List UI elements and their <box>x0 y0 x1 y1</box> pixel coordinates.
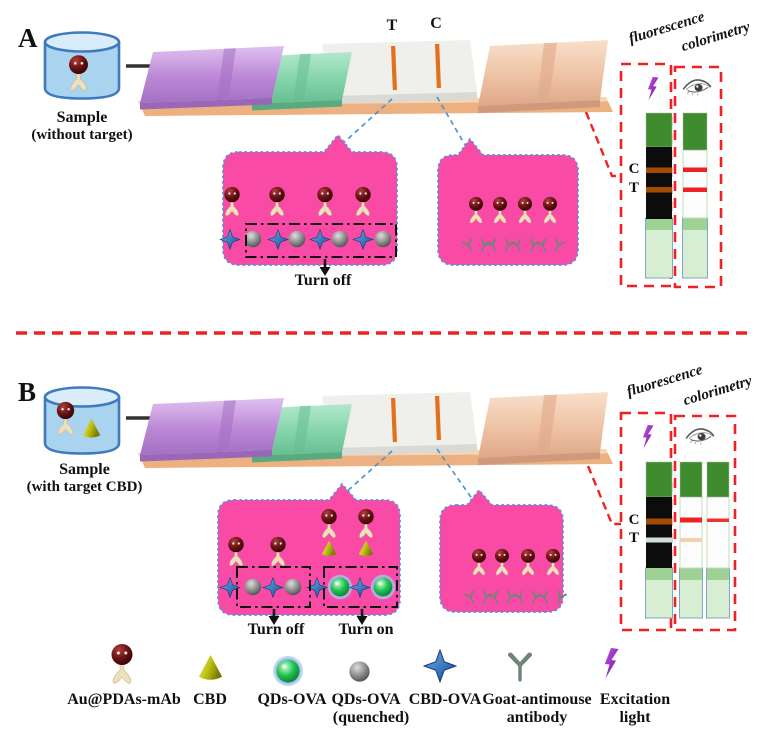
excitation-light-icon <box>642 424 654 449</box>
qds-ova-quenched-icon <box>244 578 262 596</box>
sample-caption-a-line1: Sample <box>56 109 108 126</box>
callout-c-line-b <box>439 488 568 613</box>
qds-ova-quenched-icon <box>331 230 349 248</box>
colorimetry-strip-a <box>682 112 708 279</box>
fluorescence-strip-b <box>645 461 673 619</box>
legend-label-excitation-2: light <box>619 709 651 726</box>
turn-off-label-b: Turn off <box>247 621 305 638</box>
panel-a-label: A <box>18 23 38 53</box>
sample-caption-a-line2: (without target) <box>31 127 133 143</box>
legend-label-qds-ova-quenched-2: (quenched) <box>332 709 410 726</box>
qds-ova-quenched-icon <box>349 661 370 682</box>
callout-t-line-b <box>217 482 401 625</box>
test-strip-a <box>138 40 613 116</box>
legend-label-qds-ova: QDs-OVA <box>257 691 327 708</box>
qds-ova-quenched-icon <box>244 230 262 248</box>
legend-label-excitation: Excitation <box>599 691 671 708</box>
turn-off-label-a: Turn off <box>294 272 352 289</box>
test-strip-b <box>138 392 613 468</box>
legend-label-au-pdas-mab: Au@PDAs-mAb <box>67 691 181 708</box>
fluorescence-strip-a <box>645 112 673 279</box>
qds-ova-icon <box>273 656 303 686</box>
legend-label-goat-antimouse: Goat-antimouse <box>482 691 592 708</box>
c-line-label-a: C <box>430 15 442 32</box>
callout-c-line-a <box>437 137 579 266</box>
readout-t-label-b: T <box>628 530 639 546</box>
callout-t-line-a <box>219 133 398 276</box>
turn-on-label-b: Turn on <box>338 621 394 638</box>
legend-label-goat-antimouse-2: antibody <box>506 709 568 726</box>
eye-icon <box>685 428 715 445</box>
legend-label-cbd: CBD <box>193 691 227 708</box>
readout-c-label-b: C <box>628 512 640 528</box>
panel-b-label: B <box>18 377 37 407</box>
sample-caption-b-line1: Sample <box>59 461 110 478</box>
qds-ova-quenched-icon <box>374 230 392 248</box>
sample-beaker-b <box>43 386 121 455</box>
qds-ova-quenched-icon <box>288 230 306 248</box>
qds-ova-icon <box>370 574 396 600</box>
goat-antimouse-antibody-icon <box>507 652 533 682</box>
sample-caption-b-line2: (with target CBD) <box>26 479 143 495</box>
excitation-light-icon <box>604 648 619 679</box>
qds-ova-quenched-icon <box>284 578 302 596</box>
qds-ova-icon <box>327 574 353 600</box>
legend-label-cbd-ova: CBD-OVA <box>408 691 482 708</box>
callout-connectors-b <box>342 448 621 526</box>
readout-c-label-a: C <box>628 161 640 177</box>
cbd-icon <box>198 654 223 680</box>
legend-label-qds-ova-quenched: QDs-OVA <box>331 691 401 708</box>
au-pdas-mab-icon <box>111 643 133 684</box>
t-line-label-a: T <box>386 17 398 34</box>
colorimetry-strips-b <box>679 461 730 619</box>
callout-connectors-a <box>338 96 622 178</box>
excitation-light-icon <box>647 76 659 101</box>
legend-icons <box>111 643 619 686</box>
readout-t-label-a: T <box>628 180 639 196</box>
cbd-ova-icon <box>423 649 457 683</box>
sample-beaker-a <box>43 31 121 100</box>
eye-icon <box>682 79 712 96</box>
